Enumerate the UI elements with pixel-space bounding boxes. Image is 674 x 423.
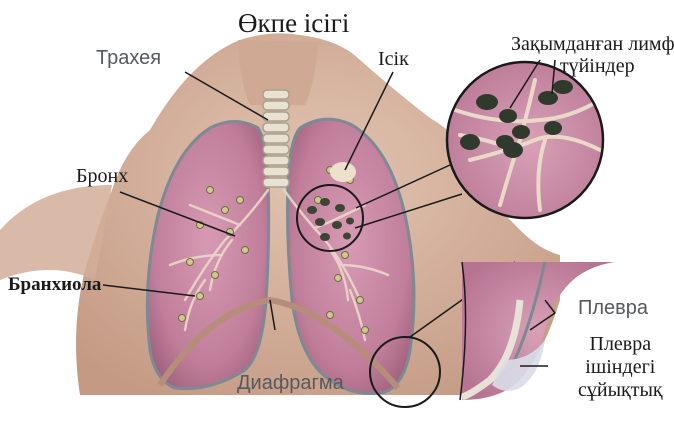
- label-bronchiole: Бранхиола: [8, 275, 101, 294]
- diagram-title: Өкпе ісігі: [238, 10, 349, 37]
- label-lymph-nodes: Зақымданған лимфа түйіндер: [511, 34, 674, 76]
- label-tumor: Ісік: [378, 49, 409, 69]
- label-fluid-line2: ішіндегі: [578, 357, 663, 377]
- label-bronchus: Бронх: [76, 166, 128, 186]
- trachea-rings: [263, 90, 289, 187]
- label-fluid-line3: сұйықтық: [578, 380, 663, 400]
- label-pleural-fluid: Плевра ішіндегі сұйықтық: [578, 334, 663, 400]
- label-diaphragm: Диафрагма: [237, 373, 344, 393]
- label-lymph-line1: Зақымданған лимфа: [511, 34, 674, 54]
- label-lymph-line2: түйіндер: [511, 56, 674, 76]
- tumor-shape: [330, 162, 356, 182]
- label-pleura: Плевра: [578, 298, 648, 318]
- left-shoulder: [0, 185, 112, 280]
- label-trachea: Трахея: [96, 48, 161, 68]
- label-fluid-line1: Плевра: [578, 334, 663, 354]
